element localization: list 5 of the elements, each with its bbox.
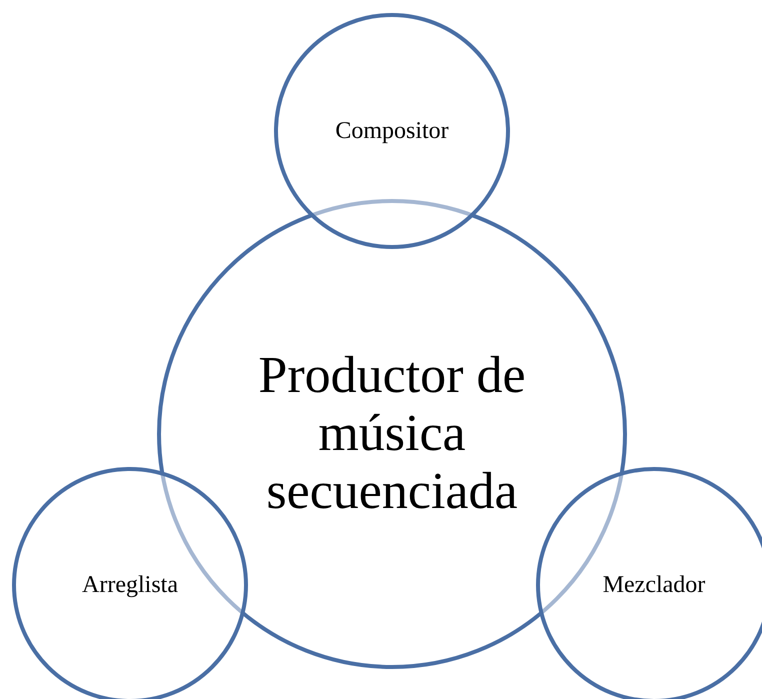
role-circle — [274, 13, 510, 249]
role-label: Compositor — [335, 116, 449, 146]
role-label: Mezclador — [602, 570, 706, 600]
role-label: Arreglista — [82, 570, 178, 600]
role-label: Productor de música secuenciada — [257, 346, 527, 522]
